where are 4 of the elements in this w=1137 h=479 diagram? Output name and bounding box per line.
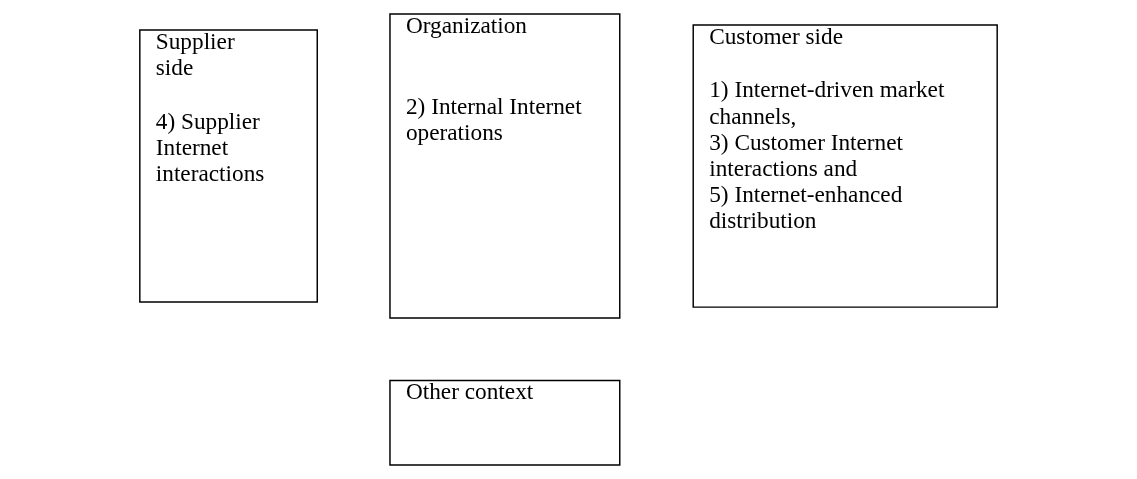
node-box: Organization 2) Internal Internet operations xyxy=(389,13,621,319)
node-box: Customer side 1) Internet-driven market channels, 3) Customer Internet interactions and 5) Internet-enhanced distribution xyxy=(692,24,998,308)
node-box: Other context xyxy=(389,379,621,466)
node-box: Supplier side 4) Supplier Internet interactions xyxy=(139,29,318,303)
